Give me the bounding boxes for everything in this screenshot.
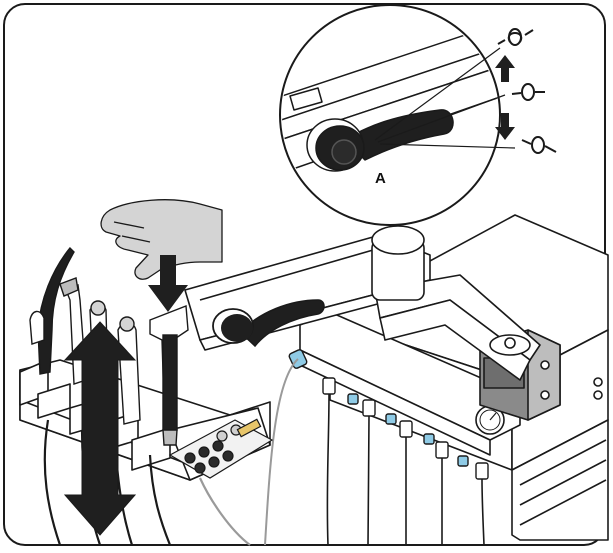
arm-joint [371,225,425,301]
press-down-arrow [148,255,188,312]
hand [100,199,223,280]
detail-magnifier [279,4,501,226]
lever-position-icon-down [521,136,557,154]
lever-down-arrow [495,113,515,140]
lever-handle-detail [344,109,454,161]
leader-lines [374,47,516,149]
keypad-button [194,462,206,474]
keypad-button [184,452,196,464]
keypad-button [212,440,224,452]
keypad-button [208,456,220,468]
scaler-instrument [37,246,75,375]
control-keypad [168,418,274,479]
lever-position-icon-middle [511,83,545,101]
lever-up-arrow [495,55,515,82]
callout-label-a: A [375,170,386,187]
keypad-button [216,430,228,442]
hose-connectors [264,349,489,546]
keypad-button [222,450,234,462]
keypad-button [198,446,210,458]
vertical-motion-arrow [63,321,137,536]
lever-position-icon-up [497,28,534,46]
brake-lever [212,299,325,348]
